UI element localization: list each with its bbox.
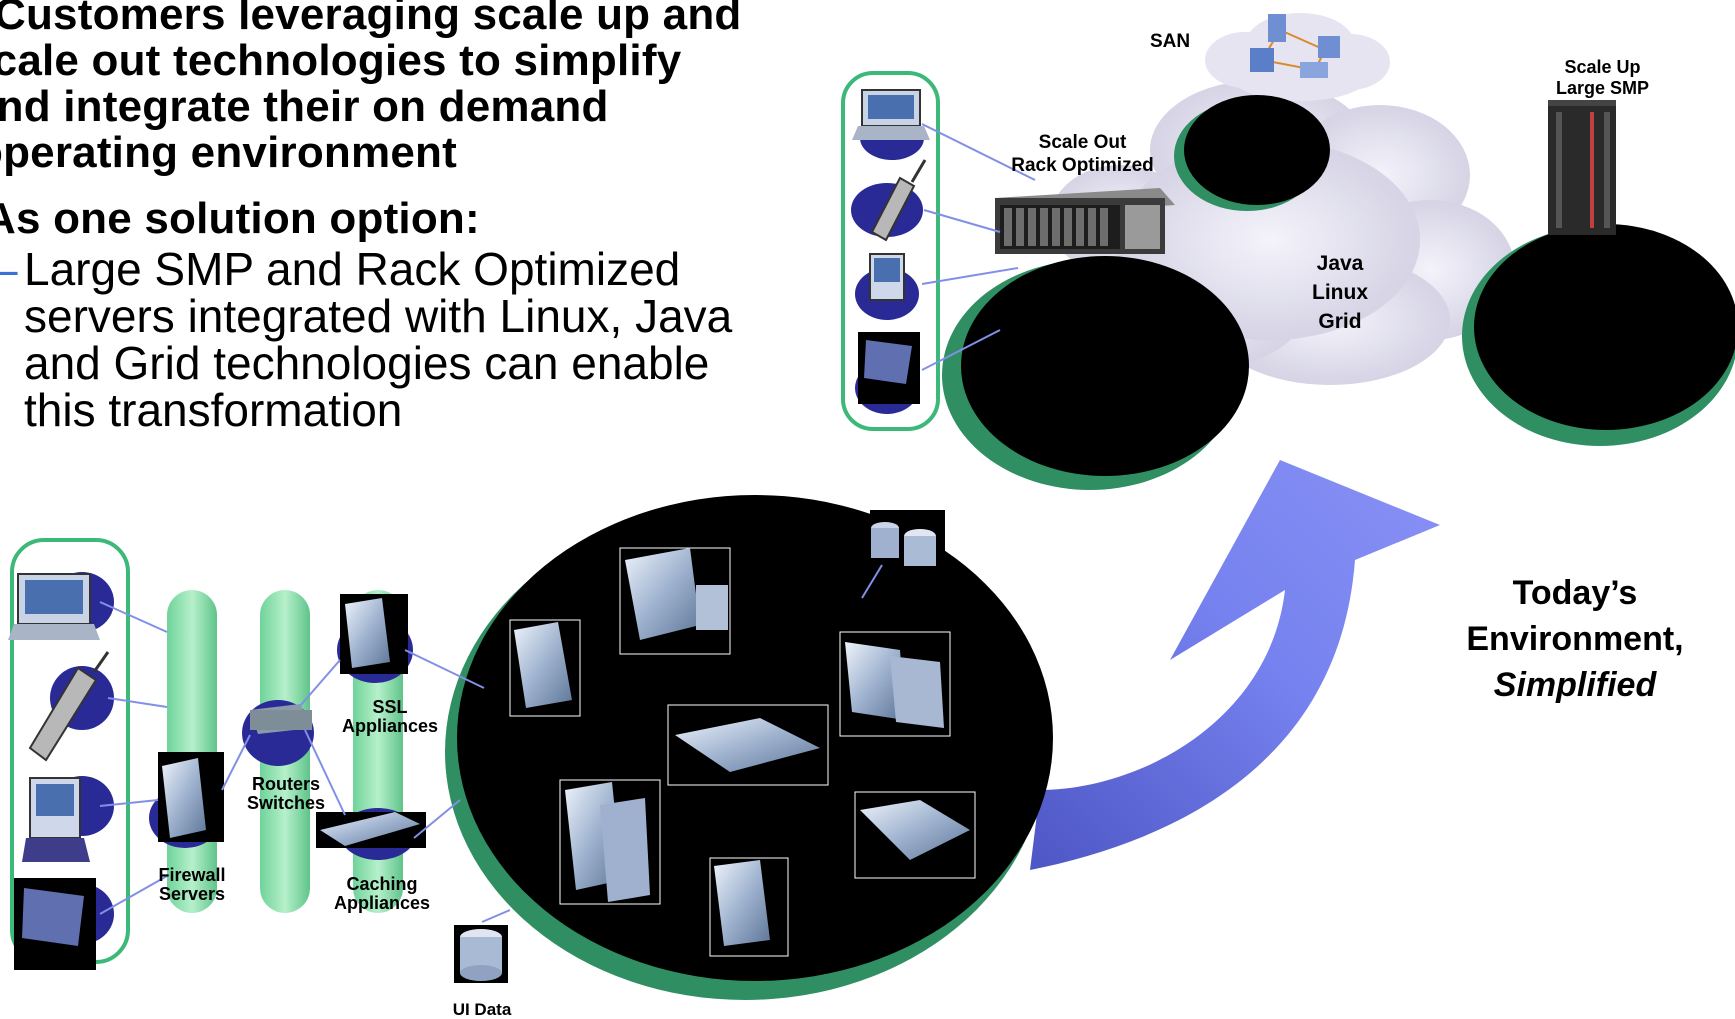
cloud-line-1: Java [1316, 252, 1364, 275]
bullet-line-4: this transformation [24, 384, 403, 436]
disc-scaleup [1474, 224, 1735, 430]
connectors-top [921, 123, 1036, 371]
caching-appliance-icon [316, 808, 426, 860]
firewall-server-icon [149, 752, 224, 848]
scale-up-line-2: Large SMP [1555, 78, 1650, 98]
today-caption: Today’s Environment, Simplified [1420, 570, 1730, 708]
ssl-appliances-label: SSL Appliances [330, 698, 450, 736]
client-devices-top [851, 89, 930, 414]
caching-appliances-label: Caching Appliances [322, 875, 442, 913]
disc-cloud [1184, 95, 1330, 205]
intro-line-1: Customers leveraging scale up and [0, 0, 742, 39]
bullet-line-3: and Grid technologies can enable [24, 337, 710, 389]
routers-switches-label: Routers Switches [236, 775, 336, 813]
scale-up-label: Scale Up Large SMP [1530, 58, 1675, 98]
intro-line-2: scale out technologies to simplify [0, 36, 682, 85]
cloud-line-3: Grid [1318, 310, 1362, 333]
caption-line-1: Today’s [1512, 574, 1638, 612]
firewall-line-2: Servers [158, 884, 226, 904]
routers-line-1: Routers [251, 774, 320, 794]
caching-line-1: Caching [346, 874, 418, 894]
rack-optimized-server-icon [995, 188, 1175, 254]
firewall-line-1: Firewall [158, 865, 226, 885]
server-clusters [509, 547, 976, 957]
ssl-line-1: SSL [372, 697, 408, 717]
ui-data-label: UI Data [452, 1000, 512, 1019]
ui-data-icon [454, 925, 508, 983]
connectors-bottom [99, 601, 485, 915]
caption-line-2: Environment, [1466, 620, 1684, 658]
business-data-line-2: Data [799, 525, 837, 544]
router-switch-icon [242, 700, 314, 766]
intro-line-4: operating environment [0, 128, 457, 177]
bullet-line-2: servers integrated with Linux, Java [24, 290, 733, 342]
intro-bullet-marker: – [0, 246, 18, 293]
intro-bullet-text: Large SMP and Rack Optimized servers int… [24, 246, 824, 434]
san-label: SAN [1149, 31, 1191, 52]
bullet-line-1: Large SMP and Rack Optimized [24, 243, 681, 295]
business-data-line-1: Business [780, 507, 856, 526]
large-smp-server-icon [1548, 100, 1616, 235]
transformation-arrow [1030, 460, 1440, 870]
disc-scaleout [961, 256, 1249, 476]
business-data-icon [870, 510, 945, 572]
routers-line-2: Switches [246, 793, 326, 813]
scale-out-line-1: Scale Out [1038, 132, 1127, 153]
client-devices-bottom [8, 572, 114, 970]
cloud-line-2: Linux [1312, 281, 1368, 304]
ssl-line-2: Appliances [341, 716, 439, 736]
firewall-servers-label: Firewall Servers [142, 866, 242, 904]
caption-line-3: Simplified [1493, 666, 1657, 704]
cloud-tech-label: Java Linux Grid [1290, 252, 1390, 333]
intro-line-3: and integrate their on demand [0, 82, 609, 131]
scale-out-line-2: Rack Optimized [1011, 155, 1154, 176]
scale-out-label: Scale Out Rack Optimized [995, 133, 1170, 175]
intro-subhead: As one solution option: [0, 194, 480, 243]
caching-line-2: Appliances [333, 893, 431, 913]
scale-up-line-1: Scale Up [1564, 57, 1641, 77]
business-data-label: Business Data [770, 508, 866, 544]
ssl-appliance-icon [337, 594, 413, 683]
san-cloud [1205, 13, 1390, 101]
intro-headline: Customers leveraging scale up and scale … [0, 0, 824, 176]
